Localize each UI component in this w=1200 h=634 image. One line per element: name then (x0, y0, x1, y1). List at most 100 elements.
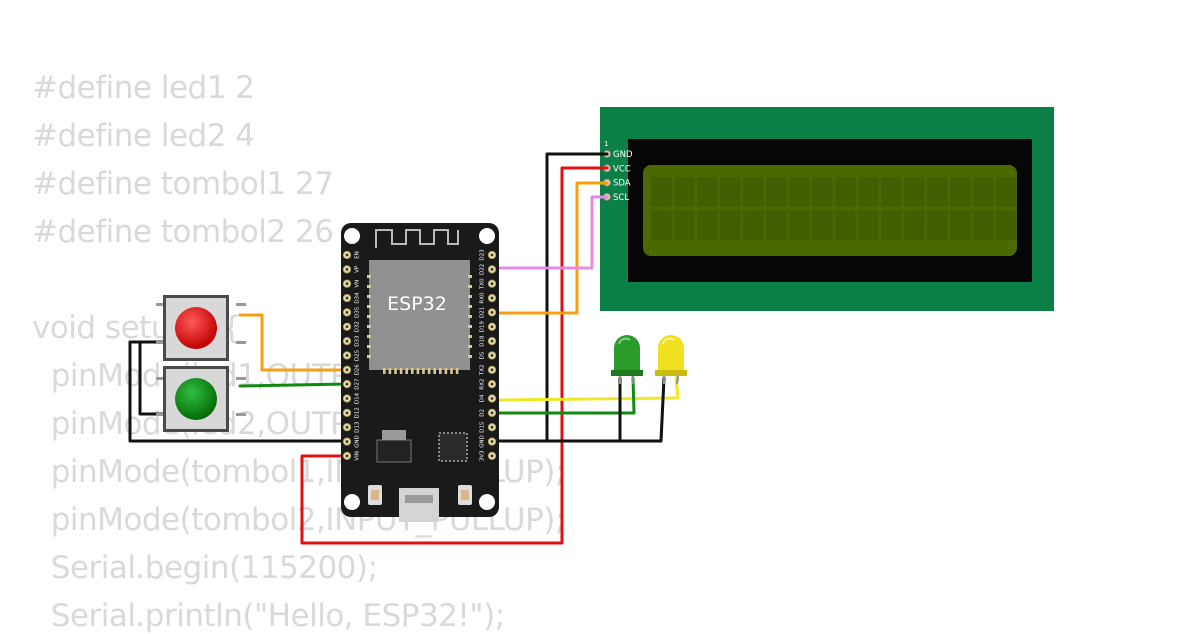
mount-hole (344, 228, 360, 244)
code-line: Serial.begin(115200); (32, 550, 378, 586)
esp32-pin-label: D5 (480, 351, 486, 359)
module-pad (367, 315, 371, 318)
led-yellow-body (658, 335, 684, 374)
esp32-pin-label: D12 (355, 407, 361, 418)
esp32-pin-hole (490, 382, 494, 386)
module-pad (455, 368, 459, 374)
esp32-pin-hole (345, 339, 349, 343)
module-pad (468, 335, 472, 338)
pushbutton-green[interactable] (156, 366, 246, 432)
esp32-pin-hole (490, 311, 494, 314)
esp32-pin-hole (490, 339, 494, 343)
green-button-cap[interactable] (175, 378, 217, 420)
esp32-pin-hole (490, 296, 494, 300)
lcd-cell (927, 210, 948, 240)
lcd-pin-label: GND (613, 150, 633, 160)
antenna-trace (375, 229, 459, 248)
button-leg (156, 303, 166, 306)
pushbutton-red[interactable] (156, 295, 246, 361)
module-pad (468, 325, 472, 328)
module-pad (367, 345, 371, 348)
code-line: Serial.println("Hello, ESP32!"); (32, 598, 505, 634)
reset-button-cap (461, 490, 469, 500)
esp32-board: ESP32 ENVPVND34D35D32D33D25D26D27D14D12D… (341, 223, 499, 522)
lcd-cell (697, 177, 718, 207)
module-pad (367, 355, 371, 358)
lcd-cell (835, 210, 856, 240)
esp32-pin-label: RX0 (480, 292, 486, 304)
lcd-cell (720, 177, 741, 207)
lcd-cell (766, 177, 787, 207)
module-pad (367, 305, 371, 308)
esp32-pin-label: GND (355, 435, 361, 448)
module-pad (411, 368, 414, 374)
esp32-pin-label: RX2 (480, 379, 486, 390)
esp32-pin-hole (345, 296, 349, 300)
module-pad (394, 368, 397, 374)
esp32-pin-label: D2 (480, 409, 486, 417)
button-leg (236, 377, 246, 380)
voltage-regulator (376, 439, 412, 463)
module-pad (367, 325, 371, 328)
lcd-cell (950, 177, 971, 207)
esp32-pin-hole (345, 311, 349, 314)
led-highlight (618, 337, 631, 345)
lcd-cell (904, 210, 925, 240)
esp32-pin-hole (345, 368, 349, 372)
chip-label: ESP32 (387, 293, 447, 315)
wire-lcd-scl (490, 195, 609, 270)
esp32-pin-hole (490, 354, 494, 357)
led-green-rim (611, 370, 643, 376)
esp32-pin-hole (490, 253, 494, 257)
lcd-pin1-marker: 1 (604, 140, 608, 148)
button-leg (236, 303, 246, 306)
button-leg (236, 341, 246, 344)
esp32-module (369, 260, 470, 370)
module-pad (388, 368, 392, 374)
lcd-cell (766, 210, 787, 240)
module-pad (468, 295, 472, 298)
esp32-pin-label: VN (355, 280, 361, 288)
led-yellow (655, 335, 687, 385)
lcd-cell (858, 177, 879, 207)
esp32-pin-label: VIN (355, 451, 361, 461)
module-pad (439, 368, 442, 374)
esp32-pin-label: VP (355, 265, 361, 273)
button-leg (236, 413, 246, 416)
module-pad (468, 275, 472, 278)
lcd-cell (789, 210, 810, 240)
lcd-cell (720, 210, 741, 240)
esp32-pin-label: D23 (480, 249, 486, 261)
wire-button-green (238, 382, 349, 388)
led-highlight (662, 337, 675, 345)
esp32-pin-hole (490, 267, 494, 271)
module-pad (422, 368, 425, 374)
regulator-tab (382, 430, 406, 440)
module-pad (383, 368, 386, 374)
lcd-cell (789, 177, 810, 207)
led-green-body (614, 335, 640, 374)
wire-led-yellow-anode (490, 376, 680, 402)
esp32-pin-hole (490, 397, 494, 400)
code-line: #define led2 4 (32, 118, 255, 154)
module-pad (416, 368, 420, 374)
esp32-pin-hole (490, 411, 494, 415)
lcd-cell (674, 177, 695, 207)
lcd-pin-label: SDA (613, 179, 631, 189)
module-pad (427, 368, 431, 374)
button-leg (156, 377, 166, 380)
esp32-pin-hole (490, 454, 494, 458)
module-pad (433, 368, 436, 374)
esp32-pins: ENVPVND34D35D32D33D25D26D27D14D12D13GNDV… (342, 249, 497, 461)
usb-chip (438, 432, 468, 462)
module-pad (444, 368, 448, 374)
esp32-pin-label: GND (480, 435, 486, 448)
red-button-cap[interactable] (175, 307, 217, 349)
lcd-cell (812, 210, 833, 240)
lcd-cell (651, 210, 672, 240)
wire-button-red (238, 313, 349, 372)
led-yellow-rim (655, 370, 687, 376)
esp32-pin-label: D35 (355, 306, 361, 318)
lcd-cell (743, 177, 764, 207)
